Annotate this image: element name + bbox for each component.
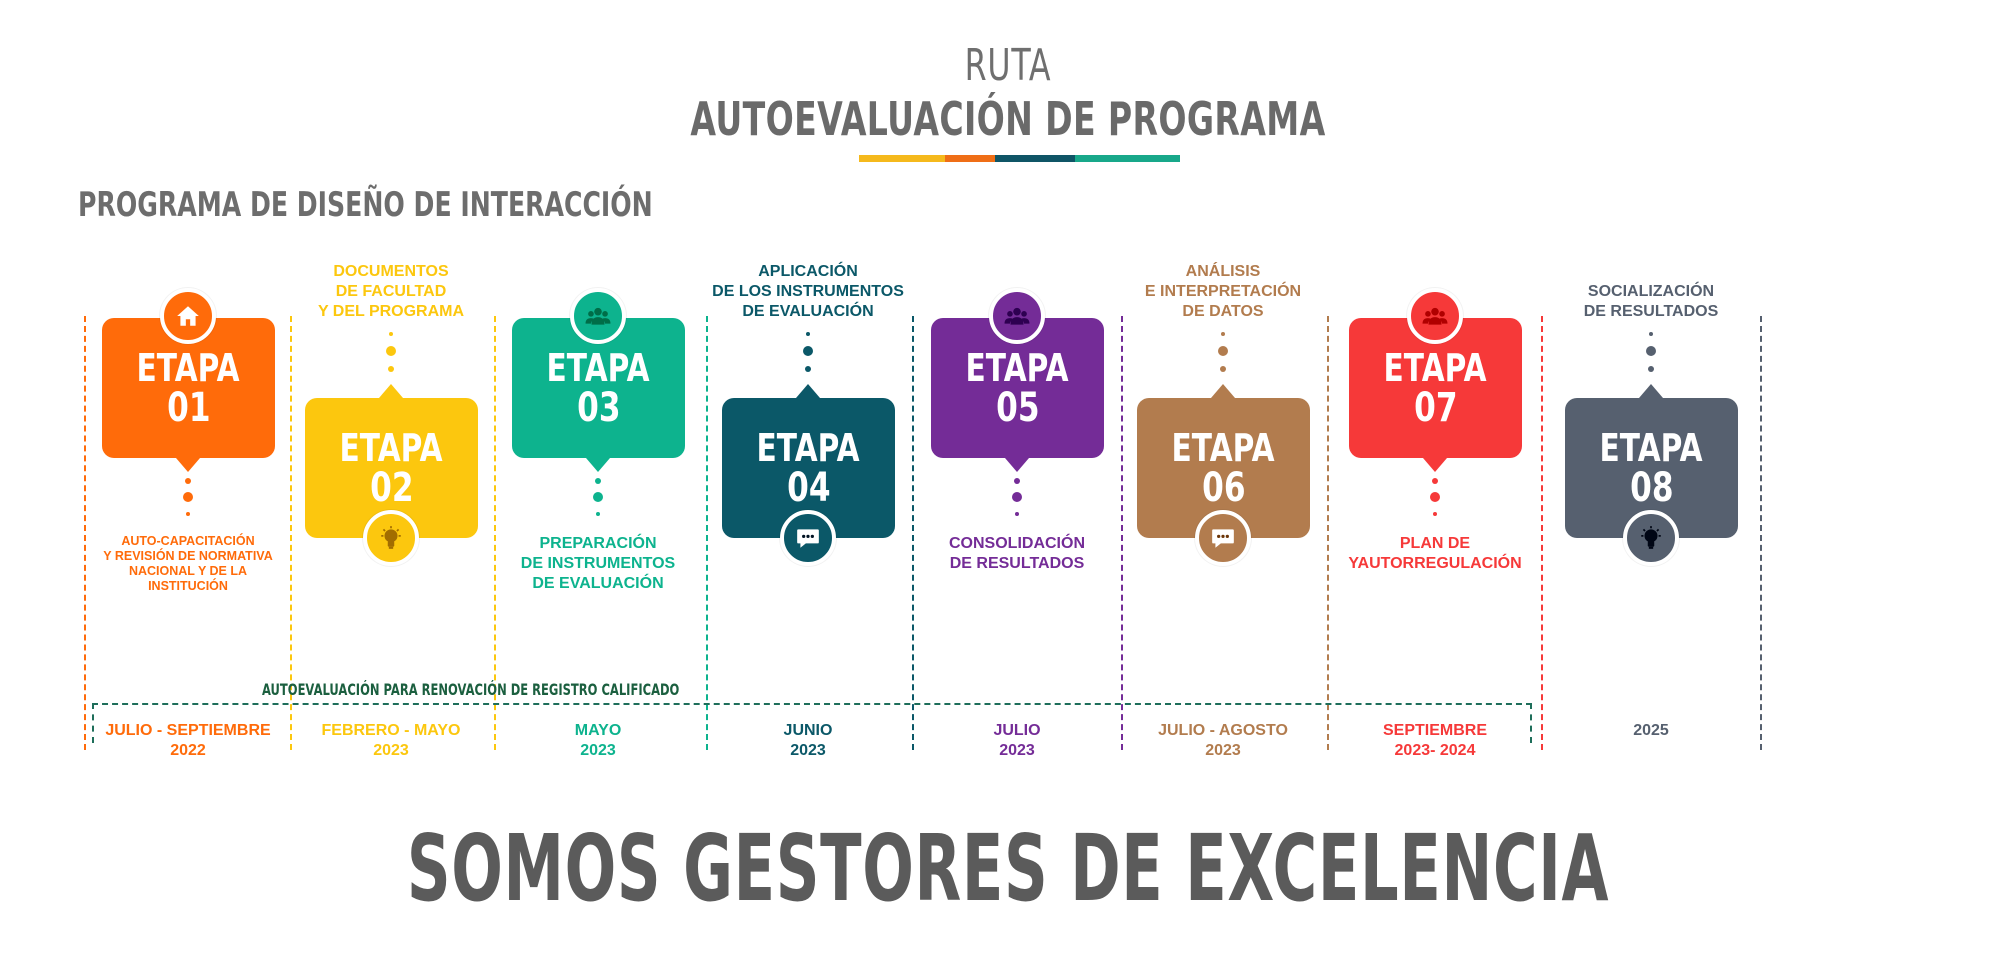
stage-description: APLICACIÓN DE LOS INSTRUMENTOS DE EVALUA… xyxy=(712,263,904,320)
stage-description: SOCIALIZACIÓN DE RESULTADOS xyxy=(1583,283,1719,320)
chat-icon xyxy=(780,510,836,566)
registro-label: AUTOEVALUACIÓN PARA RENOVACIÓN DE REGIST… xyxy=(262,680,680,699)
connector-dots xyxy=(181,478,195,528)
chat-icon xyxy=(1195,510,1251,566)
stage-label: ETAPA xyxy=(1383,346,1488,390)
group-icon xyxy=(989,288,1045,344)
stage-number: 04 xyxy=(786,465,831,511)
stage-pointer xyxy=(176,458,200,472)
underline-segment xyxy=(859,155,945,162)
stage-description: PREPARACIÓN DE INSTRUMENTOS DE EVALUACIÓ… xyxy=(520,535,676,592)
stage-description: ANÁLISIS E INTERPRETACIÓN DE DATOS xyxy=(1144,263,1302,320)
stage-label: ETAPA xyxy=(546,346,651,390)
underline-segment xyxy=(1075,155,1180,162)
house-icon xyxy=(160,288,216,344)
stage-label: ETAPA xyxy=(965,346,1070,390)
stage-number: 03 xyxy=(576,385,621,431)
stage-date: JUNIO 2023 xyxy=(783,722,833,759)
program-name: PROGRAMA DE DISEÑO DE INTERACCIÓN xyxy=(78,185,653,225)
stage-divider xyxy=(912,316,914,750)
stage-divider xyxy=(706,316,708,750)
stage-divider xyxy=(494,316,496,750)
connector-dots xyxy=(384,332,398,382)
stage-number: 06 xyxy=(1201,465,1246,511)
stage-divider xyxy=(1541,316,1543,750)
stage-description: PLAN DE YAUTORREGULACIÓN xyxy=(1348,535,1522,572)
connector-dots xyxy=(1010,478,1024,528)
stage-description: AUTO-CAPACITACIÓN Y REVISIÓN DE NORMATIV… xyxy=(103,534,273,593)
stage-number: 08 xyxy=(1629,465,1674,511)
stage-number: 01 xyxy=(166,385,211,431)
connector-dots xyxy=(591,478,605,528)
stage-divider xyxy=(1121,316,1123,750)
underline-segment xyxy=(995,155,1075,162)
stage-date: SEPTIEMBRE 2023- 2024 xyxy=(1382,722,1487,759)
stage-divider xyxy=(84,316,86,750)
stage-pointer xyxy=(1005,458,1029,472)
stage-pointer xyxy=(586,458,610,472)
stage-label: ETAPA xyxy=(1599,426,1704,470)
stage-date: MAYO 2023 xyxy=(574,722,622,759)
stage-date: JULIO 2023 xyxy=(993,722,1041,759)
stage-divider xyxy=(1760,316,1762,750)
stage-pointer xyxy=(1423,458,1447,472)
stage-divider xyxy=(290,316,292,750)
stage-label: ETAPA xyxy=(1171,426,1276,470)
group-icon xyxy=(570,288,626,344)
stage-number: 02 xyxy=(369,465,414,511)
stage-date: 2025 xyxy=(1633,722,1669,739)
connector-dots xyxy=(1644,332,1658,382)
group-icon xyxy=(1407,288,1463,344)
stage-date: JULIO - SEPTIEMBRE 2022 xyxy=(105,722,271,759)
stage-pointer xyxy=(796,384,820,398)
lightbulb-icon xyxy=(1623,510,1679,566)
registro-bracket xyxy=(92,703,1532,743)
stage-date: JULIO - AGOSTO 2023 xyxy=(1158,722,1288,759)
stage-label: ETAPA xyxy=(136,346,241,390)
stage-number: 05 xyxy=(995,385,1040,431)
page-title: AUTOEVALUACIÓN DE PROGRAMA xyxy=(690,92,1326,146)
stage-label: ETAPA xyxy=(756,426,861,470)
stage-pointer xyxy=(1211,384,1235,398)
stage-description: DOCUMENTOS DE FACULTAD Y DEL PROGRAMA xyxy=(317,263,465,320)
title-underline xyxy=(859,155,1180,162)
stage-pointer xyxy=(1639,384,1663,398)
title-ruta: RUTA xyxy=(964,40,1052,91)
stage-pointer xyxy=(379,384,403,398)
stage-date: FEBRERO - MAYO 2023 xyxy=(321,722,461,759)
underline-segment xyxy=(945,155,995,162)
stage-number: 07 xyxy=(1413,385,1458,431)
stage-description: CONSOLIDACIÓN DE RESULTADOS xyxy=(949,535,1085,572)
connector-dots xyxy=(1428,478,1442,528)
stage-label: ETAPA xyxy=(339,426,444,470)
connector-dots xyxy=(1216,332,1230,382)
connector-dots xyxy=(801,332,815,382)
motto: SOMOS GESTORES DE EXCELENCIA xyxy=(406,815,1610,922)
lightbulb-icon xyxy=(363,510,419,566)
stage-divider xyxy=(1327,316,1329,750)
